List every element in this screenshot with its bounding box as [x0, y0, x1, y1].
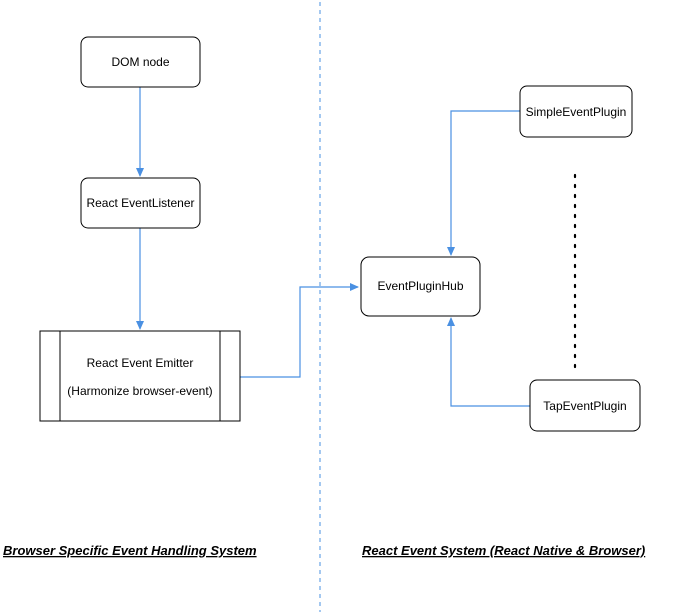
react-event-emitter-title: React Event Emitter: [87, 356, 194, 370]
react-event-emitter-subtitle: (Harmonize browser-event): [67, 384, 212, 398]
react-event-emitter-box: React Event Emitter (Harmonize browser-e…: [39, 330, 241, 422]
edge-tap-to-hub: [447, 317, 530, 407]
dom-node-label: DOM node: [111, 55, 169, 69]
tap-event-plugin-box: TapEventPlugin: [529, 379, 641, 432]
left-section-label: Browser Specific Event Handling System: [3, 543, 257, 558]
edge-emitter-to-hub: [240, 283, 359, 378]
dom-node-box: DOM node: [80, 36, 201, 88]
edge-simple-to-hub: [447, 110, 520, 256]
react-event-listener-box: React EventListener: [80, 177, 201, 229]
right-section-label: React Event System (React Native & Brows…: [362, 543, 645, 558]
simple-event-plugin-box: SimpleEventPlugin: [519, 85, 633, 138]
simple-event-plugin-label: SimpleEventPlugin: [526, 105, 627, 119]
event-plugin-hub-box: EventPluginHub: [360, 256, 481, 317]
react-event-listener-label: React EventListener: [86, 196, 194, 210]
tap-event-plugin-label: TapEventPlugin: [543, 399, 626, 413]
event-plugin-hub-label: EventPluginHub: [377, 279, 463, 293]
